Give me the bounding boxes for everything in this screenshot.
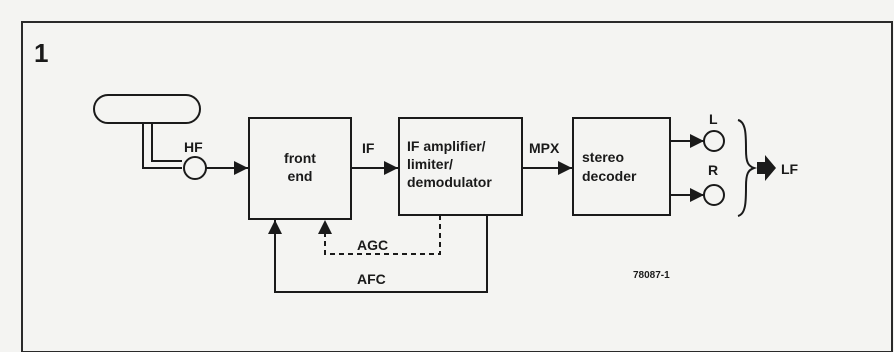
afc-label: AFC	[357, 271, 386, 287]
front-end-label-line2: end	[288, 168, 313, 184]
if-amplifier-label-line3: demodulator	[407, 174, 492, 190]
lf-label: LF	[781, 161, 799, 177]
if-amplifier-label-line1: IF amplifier/	[407, 138, 486, 154]
stereo-decoder-block	[572, 117, 671, 216]
agc-label: AGC	[357, 237, 388, 253]
figure-number: 1	[34, 38, 48, 68]
left-output-terminal	[703, 130, 725, 152]
agc-feedback-line	[318, 215, 441, 255]
stereo-decoder-label-line1: stereo	[582, 149, 624, 165]
front-end-label-line1: front	[284, 150, 316, 166]
lf-arrow-icon	[757, 155, 776, 181]
figure-frame	[21, 21, 893, 352]
mpx-label: MPX	[529, 140, 560, 156]
stereo-decoder-label-line2: decoder	[582, 168, 637, 184]
hf-input-terminal	[183, 156, 207, 180]
if-amplifier-label-line2: limiter/	[407, 156, 453, 172]
right-output-label: R	[708, 162, 718, 178]
left-output-label: L	[709, 111, 718, 127]
if-label: IF	[362, 140, 375, 156]
hf-label: HF	[184, 139, 203, 155]
right-output-terminal	[703, 184, 725, 206]
output-brace	[737, 119, 758, 217]
afc-feedback-line	[268, 215, 488, 293]
figure-code: 78087-1	[633, 270, 670, 281]
antenna-icon	[93, 94, 201, 169]
if-amplifier-block	[398, 117, 523, 216]
